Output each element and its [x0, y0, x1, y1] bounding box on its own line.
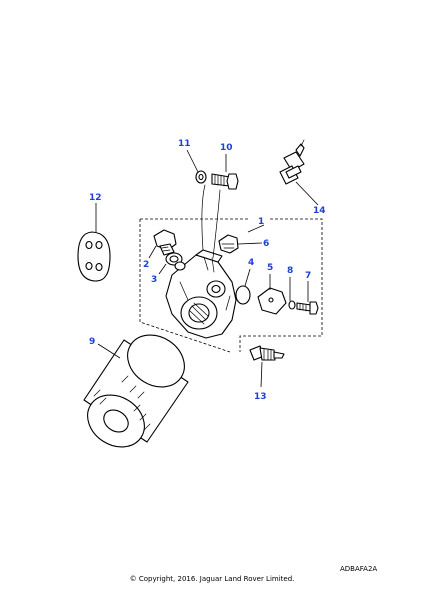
callout-7: 7	[305, 271, 311, 281]
leader-lines	[95, 149, 319, 388]
part-14-sensor	[279, 139, 305, 185]
callout-3: 3	[151, 275, 157, 285]
callout-11: 11	[178, 139, 191, 149]
part-10-bolt	[211, 173, 239, 190]
callout-12: 12	[89, 193, 102, 203]
callout-6: 6	[263, 239, 269, 249]
copyright-notice: © Copyright, 2016. Jaguar Land Rover Lim…	[129, 575, 295, 583]
callout-4: 4	[248, 258, 254, 268]
callout-9: 9	[89, 337, 95, 347]
callout-2: 2	[143, 260, 149, 270]
part-9-oil-filter	[83, 334, 189, 448]
part-3-washer	[165, 252, 186, 271]
part-5-cover-plate	[257, 287, 287, 315]
callout-labels: 11 10 14 12 1 6 2 4 5 8 7 3 9 13	[89, 139, 326, 402]
diagram-reference-code: ADBAFA2A	[340, 565, 378, 573]
part-2-plug	[153, 229, 177, 256]
part-13-sender-switch	[249, 345, 285, 361]
callout-1: 1	[258, 217, 264, 227]
part-12-gasket-plate	[77, 231, 111, 282]
callout-8: 8	[287, 266, 293, 276]
part-11-washer	[195, 170, 207, 184]
callout-13: 13	[254, 392, 267, 402]
callout-5: 5	[267, 263, 273, 273]
part-8-washer	[288, 300, 296, 310]
assembly-outline	[139, 218, 323, 353]
callout-14: 14	[313, 206, 326, 216]
part-4-o-ring	[235, 285, 251, 305]
part-1-filter-housing	[165, 184, 237, 339]
callout-10: 10	[220, 143, 233, 153]
part-6-plug	[218, 234, 239, 254]
part-7-bolt	[296, 301, 319, 315]
